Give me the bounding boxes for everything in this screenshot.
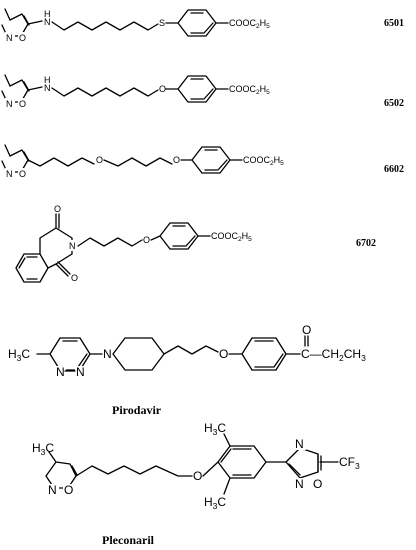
compound-6501: N O H N S COOC2H5 6501 bbox=[1, 8, 404, 43]
ether-o: O bbox=[193, 469, 202, 483]
ring-oxygen: O bbox=[19, 169, 26, 179]
compound-code: 6602 bbox=[384, 164, 404, 175]
ester-group: COOC2H5 bbox=[211, 231, 252, 243]
amine-h: H bbox=[44, 9, 51, 19]
compound-6702: O O N O COOC2H5 6702 bbox=[15, 204, 376, 283]
ring-nitrogen: N bbox=[6, 33, 13, 43]
compound-code: 6502 bbox=[384, 98, 404, 109]
amine-n: N bbox=[44, 17, 51, 27]
ether-o-2: O bbox=[173, 155, 180, 165]
isoxazole-n: N bbox=[48, 483, 57, 497]
pleconaril-structure: H3C N O O H3C H3C N N O bbox=[32, 421, 360, 547]
piperidine-n: N bbox=[103, 347, 112, 361]
compound-6602: N O O O COOC2H5 6602 bbox=[1, 144, 404, 179]
compound-code: 6501 bbox=[384, 18, 404, 29]
oxadiazole-n1: N bbox=[295, 437, 304, 451]
compound-code: 6702 bbox=[356, 238, 376, 249]
ring-oxygen: O bbox=[19, 33, 26, 43]
oxo-oxygen-2: O bbox=[71, 273, 78, 283]
ether-o: O bbox=[159, 84, 166, 94]
pleconaril-label: Pleconaril bbox=[102, 533, 155, 547]
ring-oxygen: O bbox=[19, 99, 26, 109]
pirodavir-label: Pirodavir bbox=[112, 403, 162, 417]
ring-nitrogen: N bbox=[6, 169, 13, 179]
oxadiazole-o: O bbox=[313, 477, 322, 491]
ketone-group: C—CH2CH3 bbox=[301, 347, 366, 363]
lactam-n: N bbox=[69, 241, 76, 251]
methyl-group: H3C bbox=[8, 347, 30, 363]
keto-oxygen: O bbox=[302, 323, 311, 337]
ether-o-1: O bbox=[96, 155, 103, 165]
oxadiazole-n2: N bbox=[295, 477, 304, 491]
pirodavir-structure: H3C N N N O C—CH2CH3 O Pirodavir bbox=[8, 323, 366, 417]
compound-6502: N O H N O COOC2H5 6502 bbox=[1, 74, 404, 109]
pyridazine-n2: N bbox=[76, 365, 85, 379]
ring-nitrogen: N bbox=[6, 99, 13, 109]
ether-o: O bbox=[143, 235, 150, 245]
isoxazole-methyl: H3C bbox=[32, 441, 54, 457]
pyridazine-n1: N bbox=[56, 365, 65, 379]
ether-o: O bbox=[219, 347, 228, 361]
trifluoromethyl: CF3 bbox=[339, 455, 360, 471]
thioether-s: S bbox=[159, 18, 165, 28]
amine-h: H bbox=[44, 75, 51, 85]
ester-group: COOC2H5 bbox=[243, 155, 284, 167]
methyl-bottom: H3C bbox=[204, 495, 226, 511]
ester-group: COOC2H5 bbox=[229, 84, 270, 96]
methyl-top: H3C bbox=[204, 421, 226, 437]
ester-group: COOC2H5 bbox=[229, 18, 270, 30]
oxo-oxygen-1: O bbox=[54, 204, 61, 214]
amine-n: N bbox=[44, 83, 51, 93]
isoxazole-o: O bbox=[64, 483, 73, 497]
